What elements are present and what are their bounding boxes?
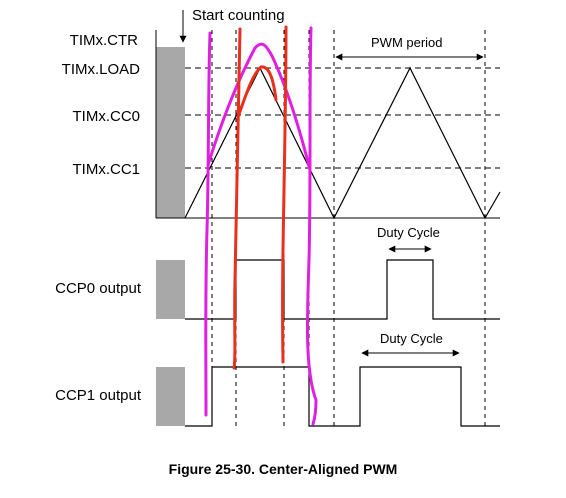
cc0-label: TIMx.CC0 xyxy=(73,108,141,125)
magenta-peak-curve xyxy=(206,42,312,172)
red-vertical-right xyxy=(281,25,288,364)
red-vertical-left xyxy=(232,27,242,370)
load-label: TIMx.LOAD xyxy=(62,61,141,78)
cc1-label: TIMx.CC1 xyxy=(73,161,141,178)
magenta-annotation-strokes xyxy=(204,26,318,426)
figure-caption: Figure 25-30. Center-Aligned PWM xyxy=(169,461,398,477)
duty-cycle-ccp1-label: Duty Cycle xyxy=(380,331,443,346)
ccp0-pre-start-block xyxy=(156,260,185,319)
red-peak-curve xyxy=(236,65,278,119)
ccp0-output-label: CCP0 output xyxy=(55,280,142,297)
ccp0-output-wave xyxy=(185,259,500,320)
ccp1-output-label: CCP1 output xyxy=(55,387,142,404)
start-counting-label: Start counting xyxy=(192,7,285,24)
counter-pre-start-block xyxy=(156,47,185,218)
ctr-label: TIMx.CTR xyxy=(70,32,138,49)
magenta-vertical-left xyxy=(204,31,212,417)
ccp1-output-wave xyxy=(185,366,500,427)
ccp1-pre-start-block xyxy=(156,367,185,426)
timing-marker-lines xyxy=(211,30,486,430)
magenta-vertical-right xyxy=(305,26,318,426)
duty-cycle-ccp0-label: Duty Cycle xyxy=(377,225,440,240)
red-annotation-strokes xyxy=(232,25,288,370)
pwm-period-label: PWM period xyxy=(371,35,443,50)
counter-triangle-wave xyxy=(184,66,501,220)
